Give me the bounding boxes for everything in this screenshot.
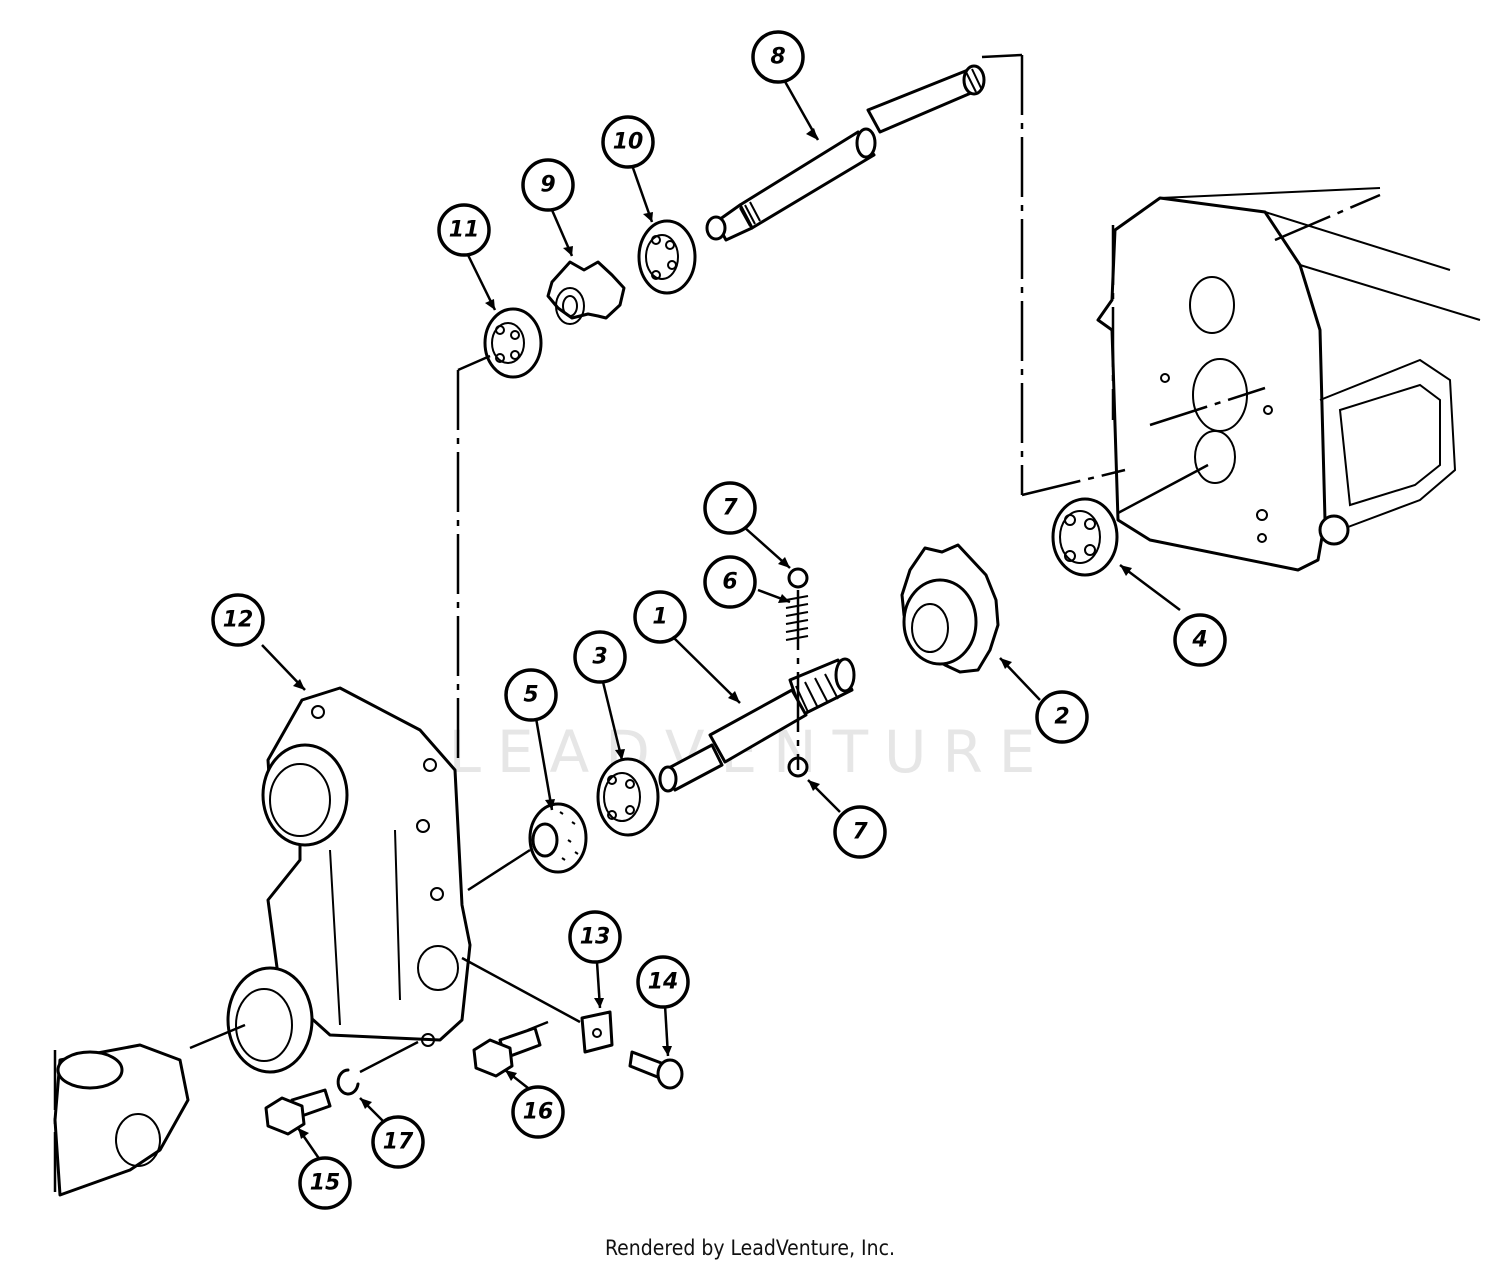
seal-5: [528, 802, 588, 874]
callout-7-top-label: 7: [722, 496, 738, 521]
footer-credit: Rendered by LeadVenture, Inc.: [605, 1236, 895, 1260]
callout-17[interactable]: 17: [371, 1115, 425, 1169]
callout-8[interactable]: 8: [751, 30, 805, 84]
callout-2-label: 2: [1054, 705, 1069, 730]
callout-4[interactable]: 4: [1173, 613, 1227, 667]
bearing-3: [596, 757, 660, 837]
callout-6-label: 6: [722, 570, 737, 595]
assembly-lines: [189, 53, 1266, 1074]
bearing-10: [637, 219, 697, 295]
callout-10-label: 10: [613, 130, 644, 155]
clip-17: [336, 1068, 360, 1096]
key-13: [580, 1010, 614, 1054]
callout-6[interactable]: 6: [703, 555, 757, 609]
callout-13[interactable]: 13: [568, 910, 622, 964]
screw-14: [628, 1050, 684, 1090]
bolt-15: [264, 1088, 332, 1136]
sprocket-2: [900, 543, 1000, 674]
callout-11-label: 11: [449, 218, 480, 243]
callout-3-label: 3: [592, 645, 607, 670]
callout-8-label: 8: [770, 45, 785, 70]
gear-case-12: [226, 686, 472, 1074]
callout-7-top[interactable]: 7: [703, 481, 757, 535]
callout-7-bottom[interactable]: 7: [833, 805, 887, 859]
callout-2[interactable]: 2: [1035, 690, 1089, 744]
callout-10[interactable]: 10: [601, 115, 655, 169]
callout-4-label: 4: [1191, 628, 1207, 653]
callout-16[interactable]: 16: [511, 1085, 565, 1139]
callout-13-label: 13: [580, 925, 611, 950]
detent-ball-7-top: [787, 567, 809, 589]
callout-9-label: 9: [540, 173, 555, 198]
sprocket-9: [546, 260, 626, 325]
callout-15[interactable]: 15: [298, 1156, 352, 1210]
callout-5-label: 5: [523, 683, 538, 708]
bearing-4: [1051, 497, 1119, 577]
callout-3[interactable]: 3: [573, 630, 627, 684]
callout-16-label: 16: [523, 1100, 554, 1125]
callout-1-label: 1: [652, 605, 667, 630]
callout-11[interactable]: 11: [437, 203, 491, 257]
shaft-1: [658, 657, 856, 793]
bolt-16: [472, 1026, 542, 1078]
callout-15-label: 15: [310, 1171, 341, 1196]
callout-12[interactable]: 12: [211, 593, 265, 647]
callout-14-label: 14: [648, 970, 679, 995]
drive-yoke: [53, 1043, 190, 1197]
leader-arrows: [261, 77, 1181, 1161]
callout-5[interactable]: 5: [504, 668, 558, 722]
transmission-housing: [1096, 187, 1481, 572]
shaft-8: [705, 64, 986, 242]
callout-14[interactable]: 14: [636, 955, 690, 1009]
callout-12-label: 12: [223, 608, 254, 633]
callout-9[interactable]: 9: [521, 158, 575, 212]
bearing-11: [483, 307, 543, 379]
callout-1[interactable]: 1: [633, 590, 687, 644]
callout-17-label: 17: [383, 1130, 414, 1155]
callout-7-bottom-label: 7: [852, 820, 868, 845]
